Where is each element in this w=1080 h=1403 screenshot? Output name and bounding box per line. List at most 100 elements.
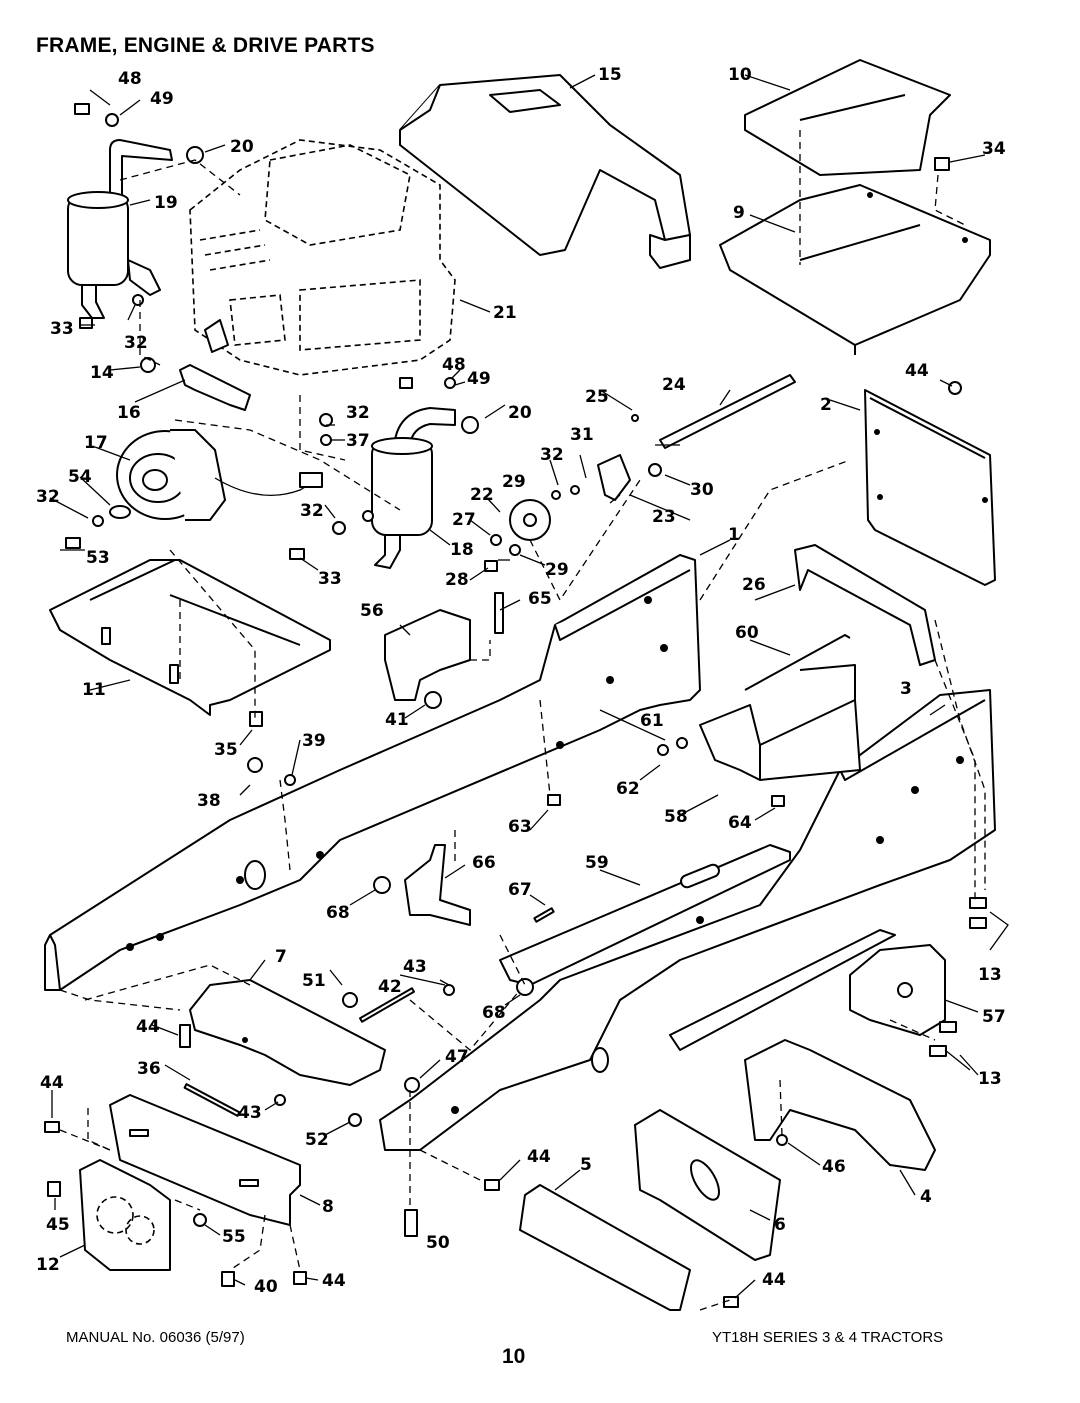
leader-lines	[49, 74, 1009, 1299]
callout-66: 66	[472, 853, 496, 873]
callout-24: 24	[662, 375, 686, 395]
callout-9: 9	[733, 203, 745, 223]
hardware	[44, 103, 987, 1308]
manual-number: MANUAL No. 06036 (5/97)	[66, 1329, 245, 1346]
callout-64: 64	[728, 813, 752, 833]
callout-12: 12	[36, 1255, 60, 1275]
callout-42: 42	[378, 977, 402, 997]
cover-15	[399, 74, 691, 269]
callout-68: 68	[326, 903, 350, 923]
callout-55: 55	[222, 1227, 246, 1247]
callout-48: 48	[118, 69, 142, 89]
muffler-18	[362, 407, 456, 569]
callout-54: 54	[68, 467, 92, 487]
bracket-4	[744, 1039, 936, 1171]
callout-26: 26	[742, 575, 766, 595]
callout-20: 20	[230, 137, 254, 157]
callout-44-a: 44	[905, 361, 929, 381]
callout-15: 15	[598, 65, 622, 85]
callout-14: 14	[90, 363, 114, 383]
callout-30: 30	[690, 480, 714, 500]
frame-rail-1	[44, 554, 701, 991]
callout-27: 27	[452, 510, 476, 530]
callout-40: 40	[254, 1277, 278, 1297]
callout-35: 35	[214, 740, 238, 760]
clutch-17	[109, 429, 323, 521]
assembly-lines	[59, 159, 986, 1311]
bracket-8	[109, 1094, 301, 1226]
callout-22: 22	[470, 485, 494, 505]
callout-19: 19	[154, 193, 178, 213]
callout-32: 32	[124, 333, 148, 353]
callout-57: 57	[982, 1007, 1006, 1027]
callout-43-b: 43	[238, 1103, 262, 1123]
callout-47: 47	[445, 1047, 469, 1067]
callout-58: 58	[664, 807, 688, 827]
bracket-57	[849, 944, 946, 1036]
callout-41: 41	[385, 710, 409, 730]
callout-48-b: 48	[442, 355, 466, 375]
callout-6: 6	[774, 1215, 786, 1235]
bracket-23	[509, 454, 631, 541]
callout-32-d: 32	[36, 487, 60, 507]
callout-33-b: 33	[318, 569, 342, 589]
callout-25: 25	[585, 387, 609, 407]
callout-61: 61	[640, 711, 664, 731]
callout-63: 63	[508, 817, 532, 837]
callout-67: 67	[508, 880, 532, 900]
callout-68-b: 68	[482, 1003, 506, 1023]
callout-36: 36	[137, 1059, 161, 1079]
callout-16: 16	[117, 403, 141, 423]
callout-13: 13	[978, 965, 1002, 985]
callout-39: 39	[302, 731, 326, 751]
callout-34: 34	[982, 139, 1006, 159]
callout-29-b: 29	[545, 560, 569, 580]
callout-53: 53	[86, 548, 110, 568]
callout-32-c: 32	[540, 445, 564, 465]
callout-45: 45	[46, 1215, 70, 1235]
callout-59: 59	[585, 853, 609, 873]
plate-7	[189, 979, 386, 1086]
transaxle-12	[79, 1159, 171, 1271]
callout-46: 46	[822, 1157, 846, 1177]
callout-10: 10	[728, 65, 752, 85]
callout-33: 33	[50, 319, 74, 339]
callout-60: 60	[735, 623, 759, 643]
callout-20-b: 20	[508, 403, 532, 423]
shaft-66	[404, 844, 471, 926]
callout-51: 51	[302, 971, 326, 991]
callout-38: 38	[197, 791, 221, 811]
callout-49: 49	[150, 89, 174, 109]
callout-5: 5	[580, 1155, 592, 1175]
callout-44-f: 44	[322, 1271, 346, 1291]
callout-8: 8	[322, 1197, 334, 1217]
page-title: FRAME, ENGINE & DRIVE PARTS	[36, 34, 375, 57]
tray-9	[719, 184, 991, 355]
callout-29: 29	[502, 472, 526, 492]
battery-tray-58	[699, 664, 861, 781]
page-number: 10	[502, 1345, 526, 1368]
bracket-6	[634, 1109, 781, 1261]
callout-18: 18	[450, 540, 474, 560]
callout-28: 28	[445, 570, 469, 590]
callout-32-b: 32	[346, 403, 370, 423]
callout-65: 65	[528, 589, 552, 609]
callout-31: 31	[570, 425, 594, 445]
callout-56: 56	[360, 601, 384, 621]
callout-44-c: 44	[40, 1073, 64, 1093]
bar-5	[519, 1184, 691, 1311]
callout-44-b: 44	[136, 1017, 160, 1037]
callout-49-b: 49	[467, 369, 491, 389]
engine-outline	[189, 139, 456, 376]
callout-labels: 48 49 20 19 15 10 34 9 21 33 32 14 16 48…	[36, 65, 1006, 1297]
callout-21: 21	[493, 303, 517, 323]
bracket-26	[794, 544, 936, 666]
callout-44-e: 44	[762, 1270, 786, 1290]
callout-13-b: 13	[978, 1069, 1002, 1089]
callout-52: 52	[305, 1130, 329, 1150]
callout-23: 23	[652, 507, 676, 527]
callout-1: 1	[728, 525, 740, 545]
bracket-16	[179, 319, 251, 411]
callout-44-d: 44	[527, 1147, 551, 1167]
